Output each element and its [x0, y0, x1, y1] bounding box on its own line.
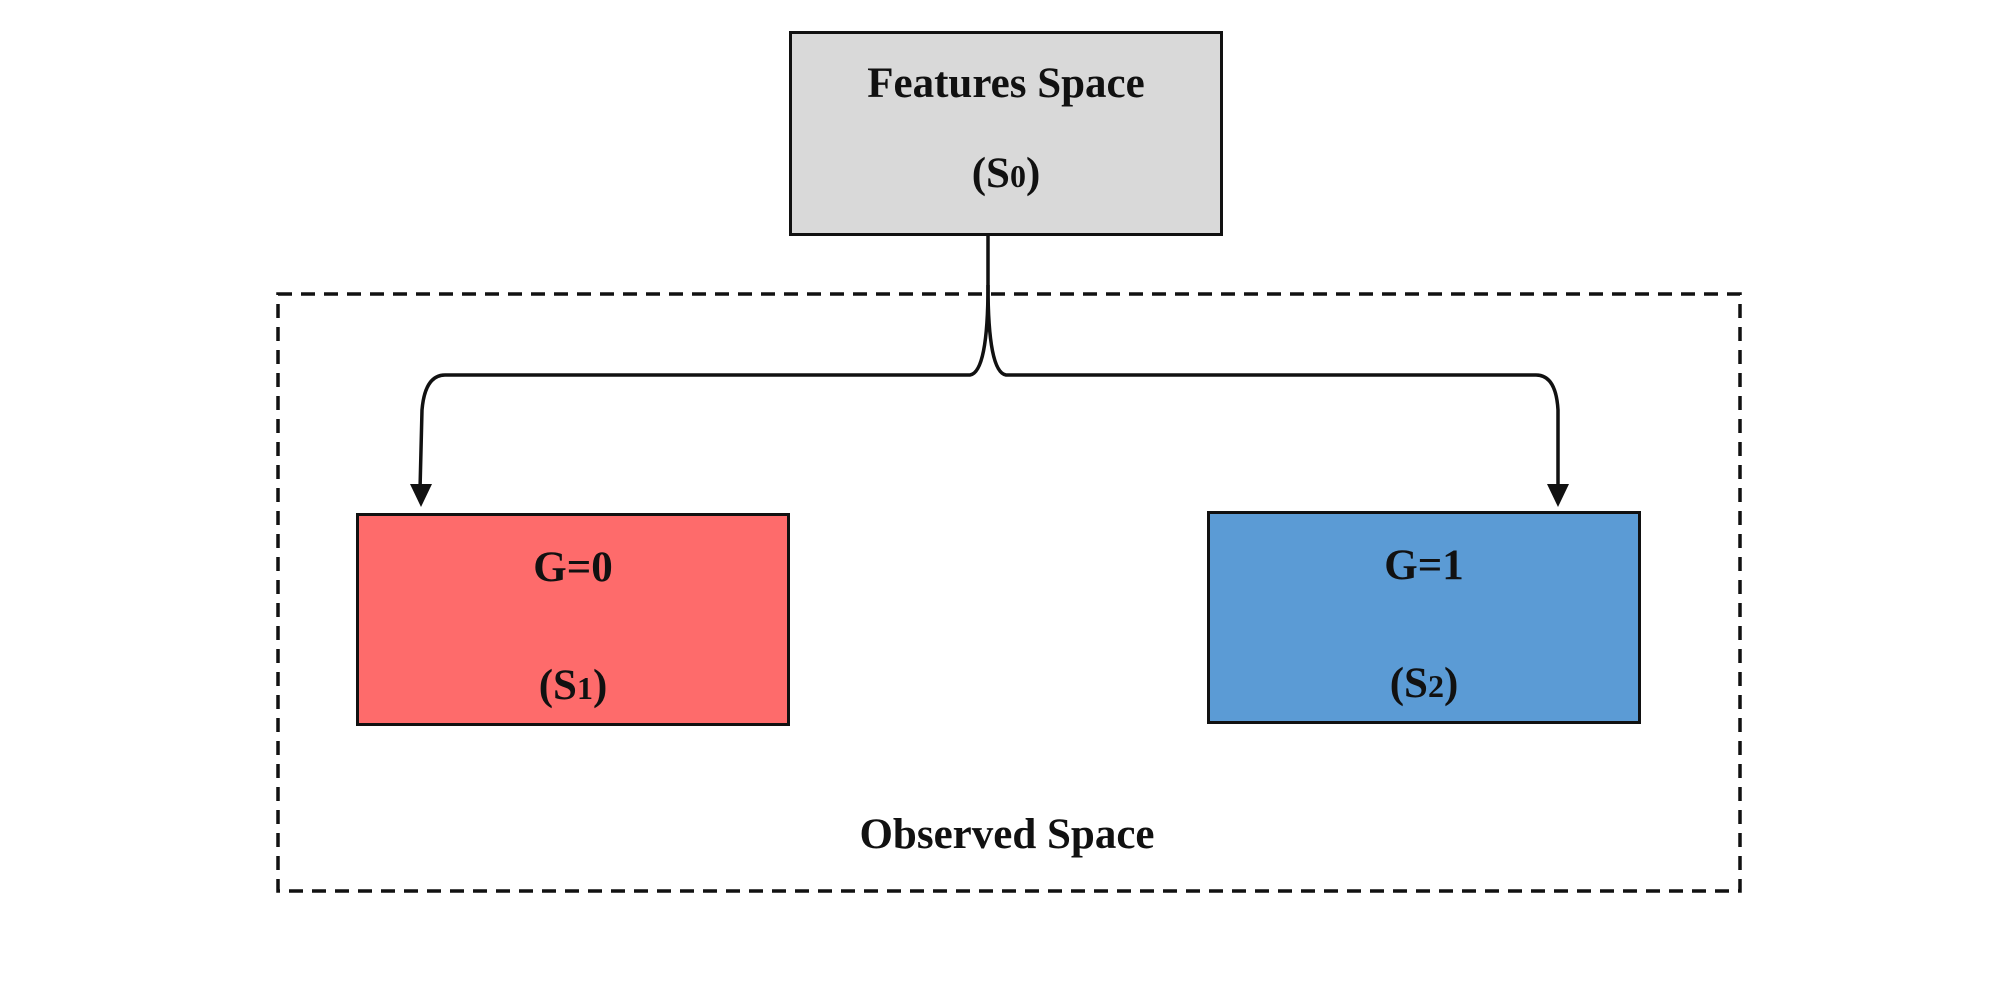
group-1-node: G=1 (S2) [1207, 511, 1641, 724]
group-1-title: G=1 [1384, 542, 1464, 589]
features-space-symbol-close: ) [1025, 150, 1041, 197]
group-1-symbol: (S2) [1210, 662, 1638, 705]
features-space-symbol-index: 0 [1009, 158, 1026, 194]
arrowhead-left-icon [410, 484, 432, 507]
group-1-symbol-prefix: (S [1389, 660, 1428, 707]
group-0-symbol: (S1) [359, 664, 787, 707]
group-0-node: G=0 (S1) [356, 513, 790, 726]
features-space-symbol: (S0) [792, 152, 1220, 195]
group-0-symbol-index: 1 [576, 670, 593, 706]
group-0-symbol-prefix: (S [538, 662, 577, 709]
arrowhead-right-icon [1547, 484, 1569, 507]
split-connector [418, 220, 990, 491]
group-1-symbol-close: ) [1443, 660, 1459, 707]
group-0-title: G=0 [533, 544, 613, 591]
group-0-symbol-close: ) [592, 662, 608, 709]
features-space-node: Features Space (S0) [789, 31, 1223, 236]
split-connector-right [986, 284, 1560, 490]
group-1-symbol-index: 2 [1427, 668, 1444, 704]
features-space-title: Features Space [867, 60, 1145, 107]
features-space-symbol-prefix: (S [971, 150, 1010, 197]
observed-space-label: Observed Space [859, 811, 1155, 858]
